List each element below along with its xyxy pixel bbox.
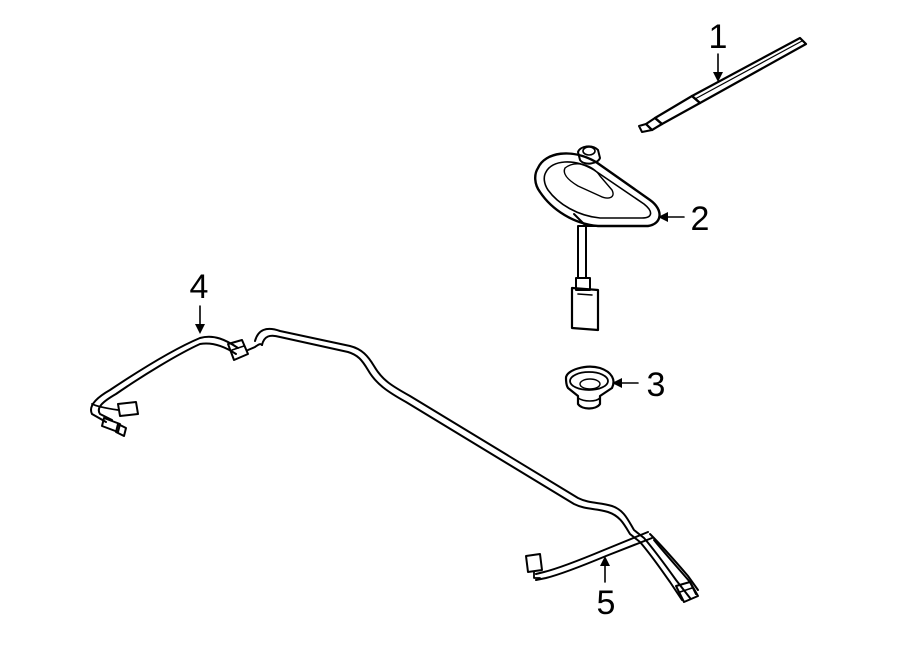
arrow-down-icon (195, 324, 205, 334)
callout-3: 3 (612, 366, 665, 404)
antenna-nut[interactable] (564, 365, 615, 410)
callout-2: 2 (658, 200, 709, 238)
arrow-up-icon (600, 556, 610, 566)
antenna-mast[interactable] (638, 36, 808, 133)
callout-3-label: 3 (647, 366, 666, 404)
callout-4-label: 4 (190, 268, 209, 306)
callout-1-label: 1 (709, 18, 728, 56)
callout-1: 1 (709, 18, 728, 82)
callout-4: 4 (190, 268, 209, 334)
callout-2-label: 2 (691, 200, 710, 238)
arrow-left-icon (658, 212, 668, 222)
callout-5: 5 (597, 556, 616, 622)
arrow-down-icon (713, 72, 723, 82)
antenna-cable[interactable] (90, 327, 699, 603)
callout-5-label: 5 (597, 584, 616, 622)
arrow-left-icon (612, 378, 622, 388)
antenna-base[interactable] (534, 145, 661, 332)
